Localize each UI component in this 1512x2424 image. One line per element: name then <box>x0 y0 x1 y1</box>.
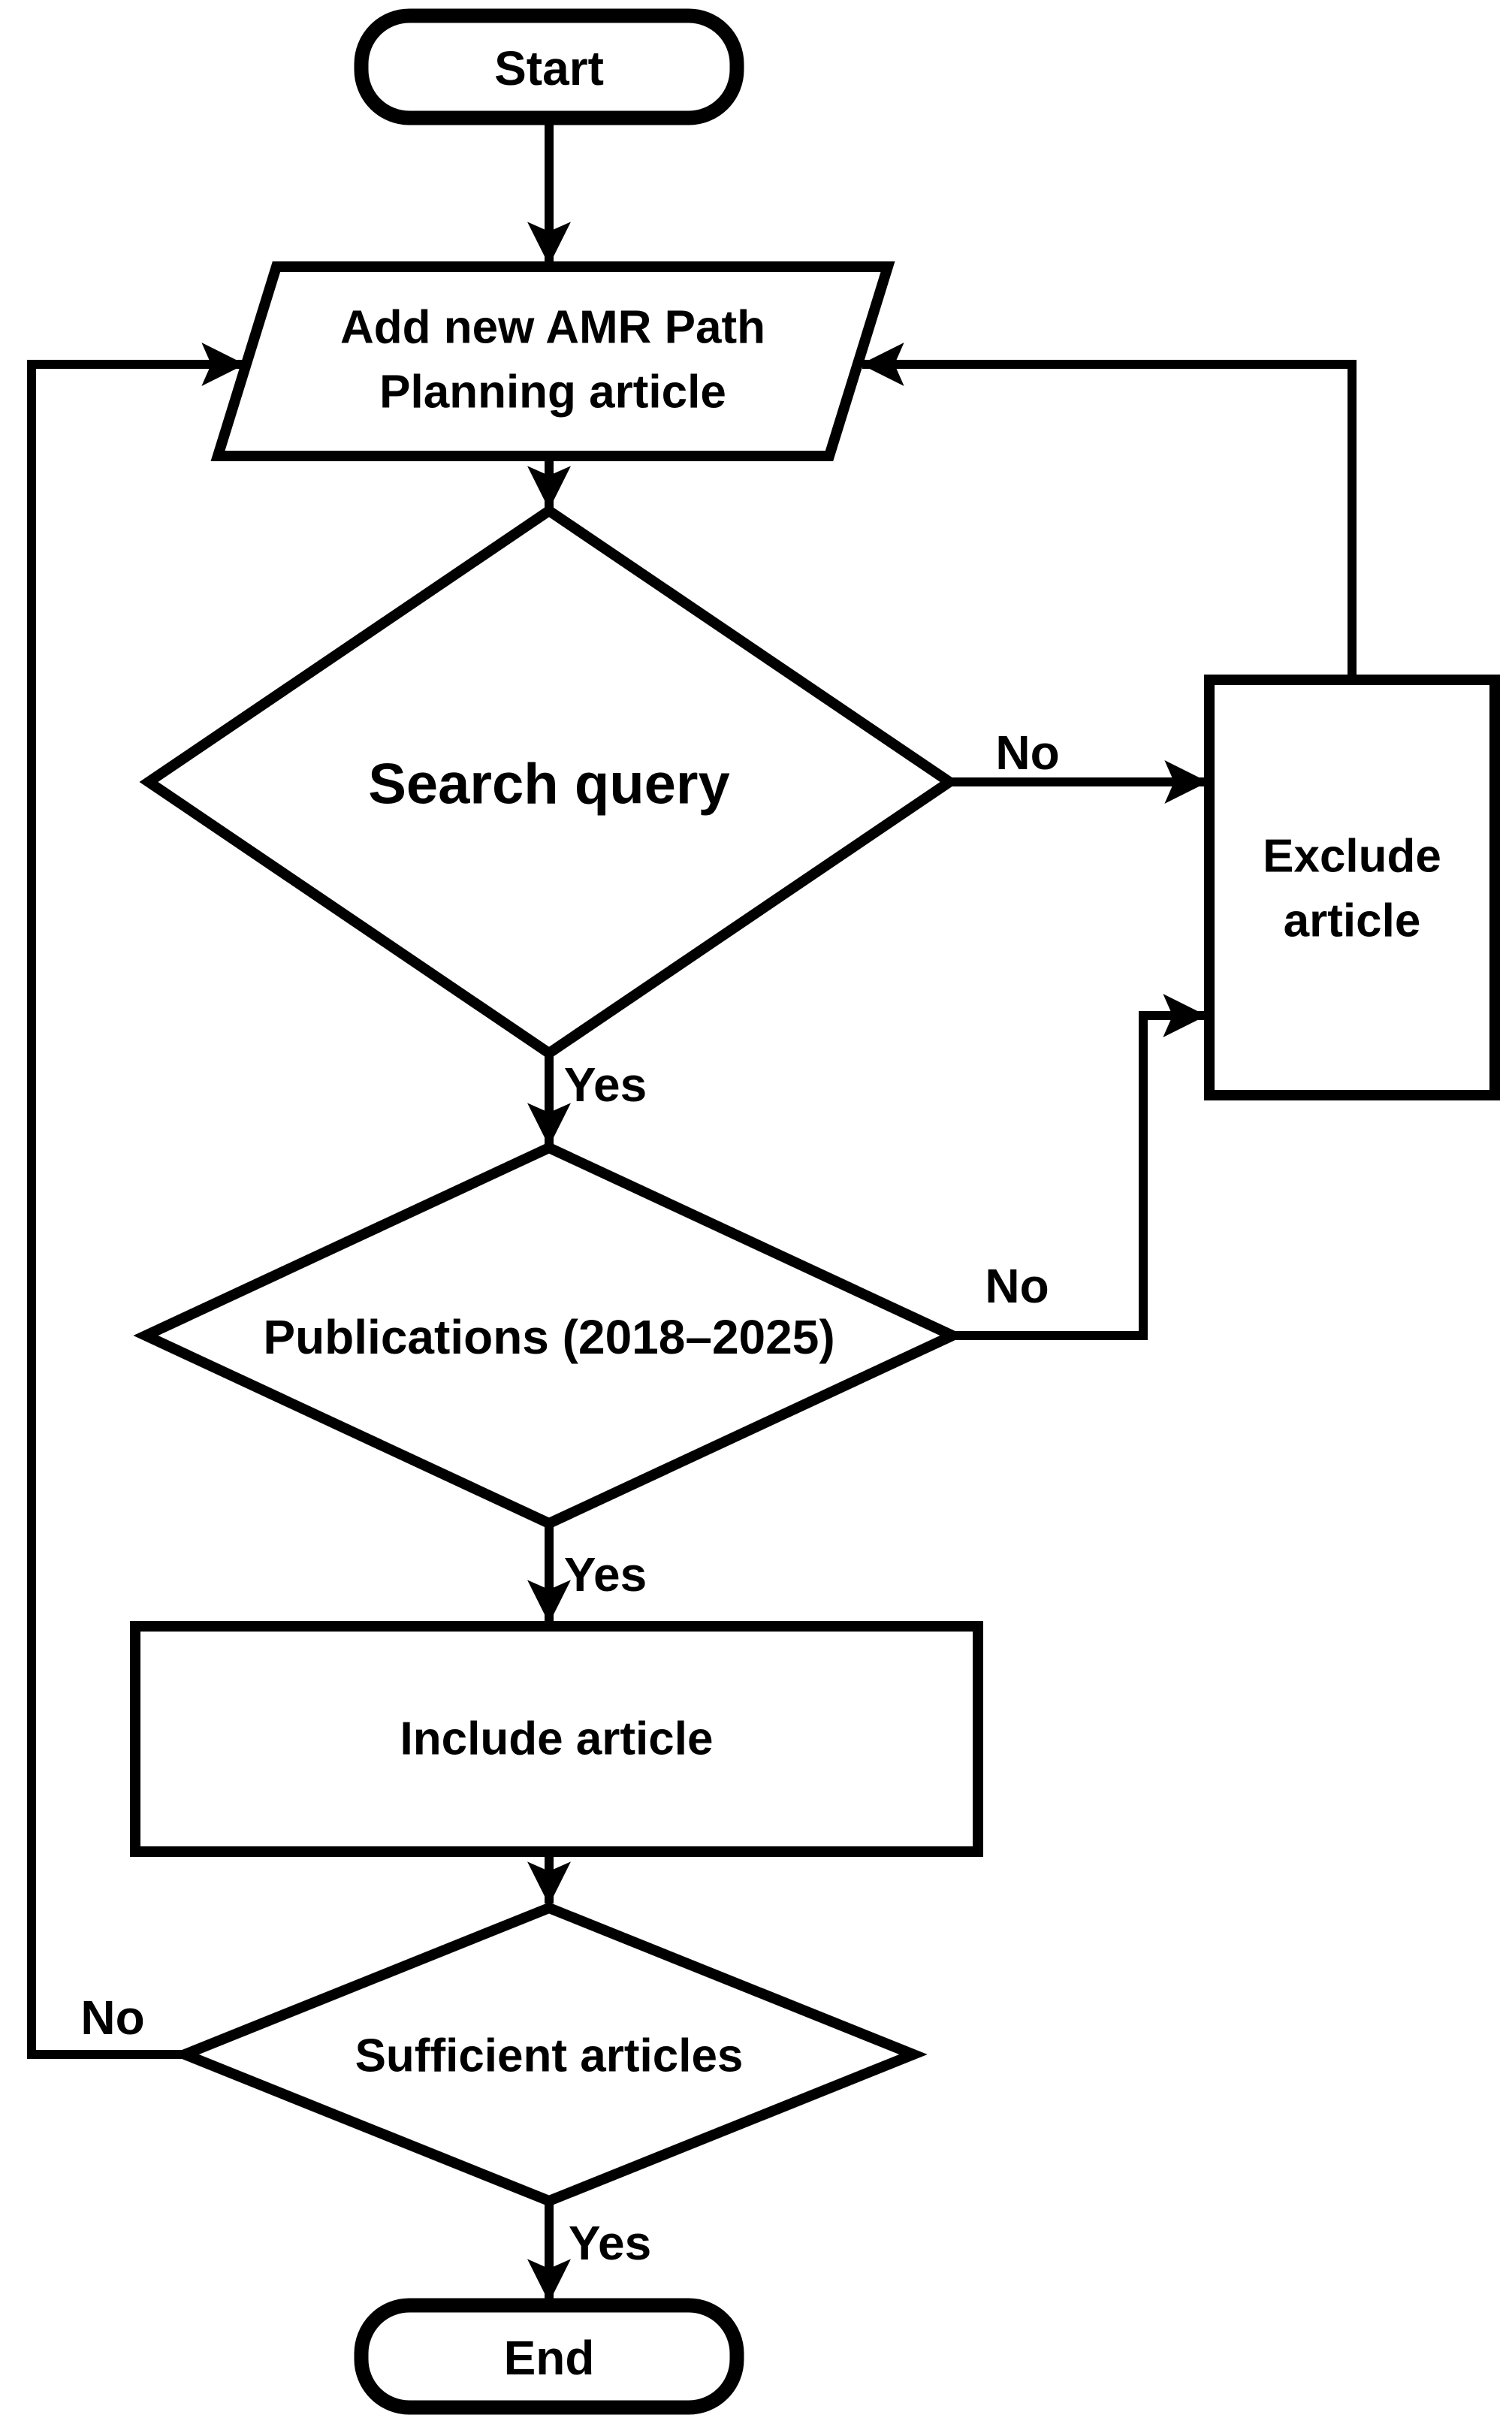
edge-sufficient-no-loop-to-add-article <box>27 343 246 2059</box>
add-article-label-line1: Add new AMR Path <box>340 302 765 354</box>
sufficient-articles-diamond <box>171 1902 928 2207</box>
search-query-diamond <box>139 504 959 1060</box>
exclude-article-label-line2: article <box>1284 895 1421 947</box>
end-node <box>354 2298 744 2415</box>
include-article-label: Include article <box>400 1713 714 1765</box>
edge-label-sufficient-no: No <box>80 1991 144 2045</box>
edge-label-search-yes: Yes <box>564 1058 647 1112</box>
exclude-article-label-line1: Exclude <box>1263 831 1441 883</box>
edge-label-publications-no: No <box>985 1259 1049 1313</box>
edge-exclude-loop-to-add-article <box>860 343 1357 680</box>
include-article-node <box>130 1621 983 1857</box>
add-article-parallelogram <box>210 261 895 461</box>
add-article-label-line2: Planning article <box>379 367 726 418</box>
exclude-article-node <box>1204 675 1500 1100</box>
edge-label-search-no: No <box>995 726 1059 780</box>
publications-label: Publications (2018–2025) <box>263 1310 834 1364</box>
edge-label-publications-yes: Yes <box>564 1547 647 1601</box>
publications-diamond <box>133 1142 965 1529</box>
end-label: End <box>504 2331 595 2385</box>
start-label: Start <box>494 41 604 95</box>
search-query-label: Search query <box>368 753 730 817</box>
start-node <box>354 8 744 125</box>
edge-label-sufficient-yes: Yes <box>569 2216 651 2270</box>
sufficient-articles-label: Sufficient articles <box>355 2030 744 2082</box>
edge-publications-no-to-exclude <box>952 994 1207 1340</box>
